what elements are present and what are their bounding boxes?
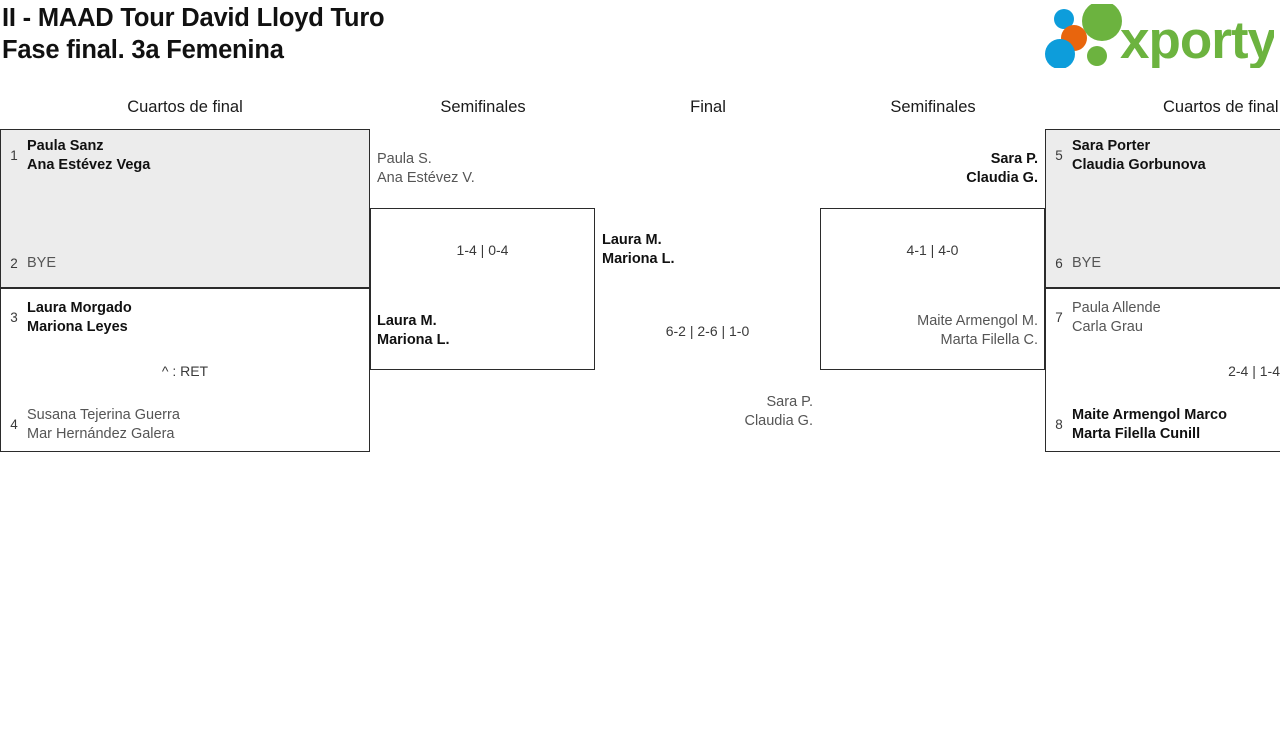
- round-header-semifinal-left: Semifinales: [440, 98, 526, 116]
- round-header-quarters-right: Cuartos de final: [1163, 98, 1279, 116]
- sf-right-player2: Claudia G.: [966, 170, 1038, 186]
- svg-text:xporty: xporty: [1120, 11, 1274, 68]
- seed-number-4: 4: [10, 417, 18, 432]
- qf3-player3: BYE: [1072, 255, 1102, 271]
- sf-left-player4: Mariona L.: [377, 332, 450, 348]
- qf4-score: 2-4 | 1-4: [1228, 363, 1280, 379]
- match-box-qf4[interactable]: [1045, 288, 1280, 452]
- seed-number-3: 3: [10, 310, 18, 325]
- sf-left-player1: Paula S.: [377, 151, 432, 167]
- qf1-player3: BYE: [27, 255, 57, 271]
- final-player3: Sara P.: [766, 394, 814, 410]
- qf3-player1: Sara Porter: [1072, 138, 1151, 154]
- sf-right-player1: Sara P.: [990, 151, 1038, 167]
- final-player1: Laura M.: [602, 232, 662, 248]
- qf2-player1: Laura Morgado: [27, 300, 132, 316]
- qf1-player1: Paula Sanz: [27, 138, 104, 154]
- match-box-sf-left[interactable]: [370, 208, 595, 370]
- qf1-player2: Ana Estévez Vega: [27, 157, 151, 173]
- final-player4: Claudia G.: [744, 413, 813, 429]
- sf-right-player4: Marta Filella C.: [940, 332, 1039, 348]
- match-box-qf2[interactable]: [0, 288, 370, 452]
- qf2-score: ^ : RET: [161, 363, 209, 379]
- seed-number-7: 7: [1055, 310, 1063, 325]
- qf4-player2: Carla Grau: [1072, 319, 1143, 335]
- round-header-quarters-left: Cuartos de final: [127, 98, 243, 116]
- qf4-player3: Maite Armengol Marco: [1072, 407, 1227, 423]
- match-box-sf-right[interactable]: [820, 208, 1045, 370]
- sf-left-player3: Laura M.: [377, 313, 437, 329]
- seed-number-6: 6: [1055, 256, 1063, 271]
- sf-left-score: 1-4 | 0-4: [456, 242, 509, 258]
- seed-number-1: 1: [10, 148, 18, 163]
- tournament-name: II - MAAD Tour David Lloyd Turo: [2, 4, 385, 32]
- qf3-player2: Claudia Gorbunova: [1072, 157, 1206, 173]
- match-box-qf1[interactable]: [0, 129, 370, 288]
- final-score: 6-2 | 2-6 | 1-0: [665, 323, 750, 339]
- qf4-player4: Marta Filella Cunill: [1072, 426, 1201, 442]
- logo-dots-icon: [1045, 4, 1122, 68]
- xporty-logo[interactable]: xporty: [1042, 4, 1274, 68]
- seed-number-8: 8: [1055, 417, 1063, 432]
- tournament-phase: Fase final. 3a Femenina: [2, 36, 284, 64]
- match-box-qf3[interactable]: [1045, 129, 1280, 288]
- round-header-final: Final: [690, 98, 726, 116]
- round-header-semifinal-right: Semifinales: [890, 98, 976, 116]
- seed-number-2: 2: [10, 256, 18, 271]
- page-title: II - MAAD Tour David Lloyd Turo Fase fin…: [0, 0, 902, 66]
- sf-right-score: 4-1 | 4-0: [906, 242, 959, 258]
- logo-wordmark: xporty: [1120, 11, 1274, 68]
- qf2-player4: Mar Hernández Galera: [27, 426, 175, 442]
- final-player2: Mariona L.: [602, 251, 675, 267]
- sf-left-player2: Ana Estévez V.: [377, 170, 475, 186]
- qf2-player3: Susana Tejerina Guerra: [27, 407, 180, 423]
- seed-number-5: 5: [1055, 148, 1063, 163]
- qf4-player1: Paula Allende: [1072, 300, 1161, 316]
- sf-right-player3: Maite Armengol M.: [917, 313, 1038, 329]
- qf2-player2: Mariona Leyes: [27, 319, 128, 335]
